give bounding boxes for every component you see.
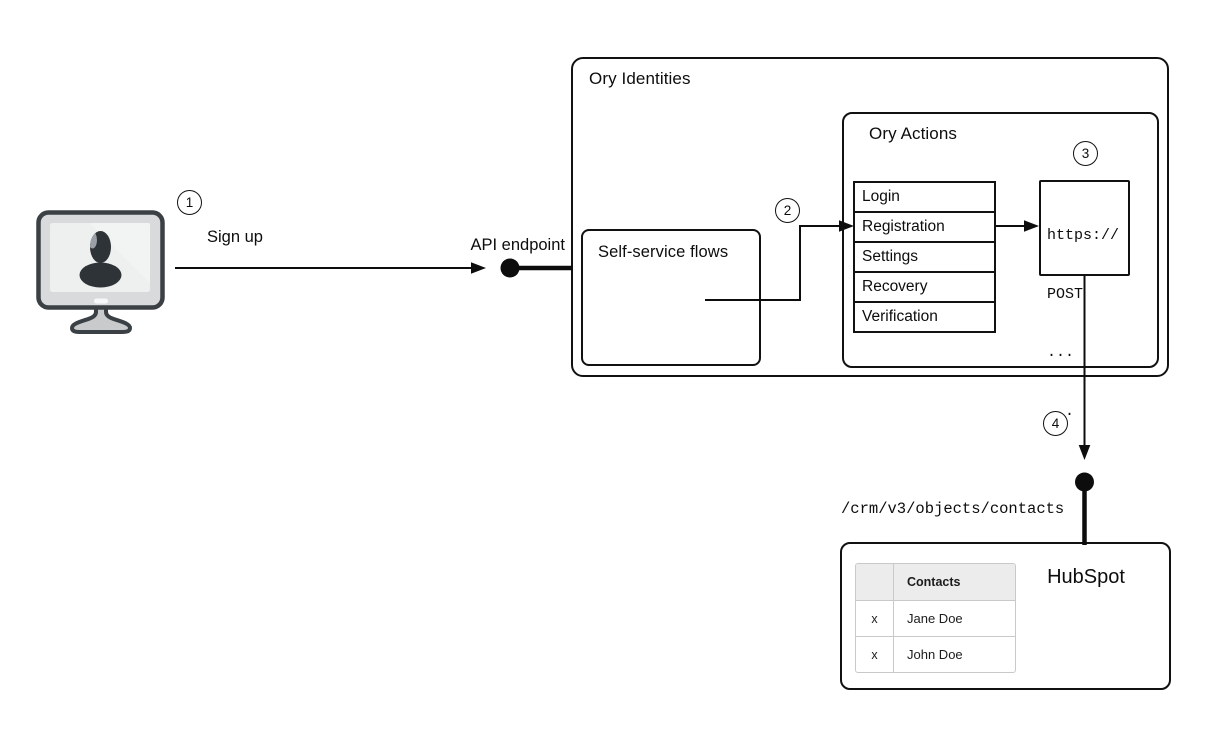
api-endpoint-label: API endpoint [470, 236, 566, 254]
flow-item-login: Login [853, 181, 996, 213]
step-1-badge: 1 [177, 190, 202, 215]
flow-item-verification: Verification [853, 301, 996, 333]
api-endpoint-dot [500, 258, 520, 278]
contacts-table-header-cell: Contacts [907, 575, 961, 589]
user-computer-icon [36, 208, 166, 339]
flow-list: Login Registration Settings Recovery Ver… [853, 181, 996, 333]
contacts-table: Contacts x Jane Doe x John Doe [855, 563, 1016, 673]
step-2-badge: 2 [775, 198, 800, 223]
sign-up-label: Sign up [207, 228, 263, 246]
step-4-badge: 4 [1043, 411, 1068, 436]
crm-endpoint-label: /crm/v3/objects/contacts [841, 500, 1065, 518]
contact-delete-cell: x [856, 637, 894, 672]
code-line: POST [1047, 285, 1084, 303]
contacts-table-row: x John Doe [856, 637, 1015, 672]
ory-identities-title: Ory Identities [589, 69, 691, 88]
contact-delete-cell: x [856, 601, 894, 636]
flow-item-settings: Settings [853, 241, 996, 273]
code-line: ... [1047, 344, 1075, 361]
code-line: https:// [1047, 227, 1120, 244]
self-service-flows-title: Self-service flows [598, 243, 729, 261]
webhook-request-box: https:// POST ... ... [1039, 180, 1130, 420]
ory-actions-title: Ory Actions [869, 124, 958, 143]
contact-name-cell: John Doe [907, 647, 963, 662]
hubspot-title: HubSpot [1047, 566, 1125, 588]
contacts-table-header-cell [856, 564, 894, 600]
step-3-badge: 3 [1073, 141, 1098, 166]
flow-item-registration: Registration [853, 211, 996, 243]
flow-item-recovery: Recovery [853, 271, 996, 303]
user-silhouette-shoulders [79, 262, 122, 288]
contacts-table-row: x Jane Doe [856, 601, 1015, 637]
contact-name-cell: Jane Doe [907, 611, 963, 626]
monitor-stand [70, 304, 132, 334]
self-service-flows-box: Self-service flows [581, 229, 761, 366]
crm-endpoint-dot [1075, 472, 1094, 492]
contacts-table-header-row: Contacts [856, 564, 1015, 601]
user-computer-svg [36, 210, 165, 334]
monitor-power-button [94, 298, 108, 304]
sign-up-arrowhead [471, 262, 486, 274]
